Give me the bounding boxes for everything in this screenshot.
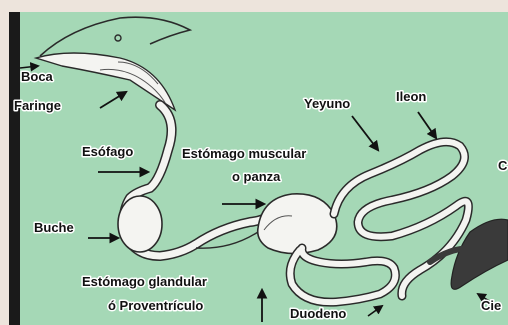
label-duodeno: Duodeno (290, 306, 346, 321)
label-yeyuno: Yeyuno (304, 96, 350, 111)
label-estomago-glandular-1: Estómago glandular (82, 274, 207, 289)
label-estomago-glandular-2: ó Proventrículo (108, 298, 203, 313)
left-dark-bar (9, 12, 20, 325)
crop (118, 196, 162, 252)
label-cloaca: C (498, 158, 508, 173)
label-boca: Boca (21, 69, 54, 84)
label-esofago: Esófago (82, 144, 133, 159)
label-buche: Buche (34, 220, 74, 235)
label-ileon: Ileon (396, 89, 426, 104)
label-ciegos: Cie (481, 298, 501, 313)
label-estomago-muscular-1: Estómago muscular (182, 146, 306, 161)
label-faringe: Faringe (14, 98, 61, 113)
label-estomago-muscular-2: o panza (232, 169, 281, 184)
